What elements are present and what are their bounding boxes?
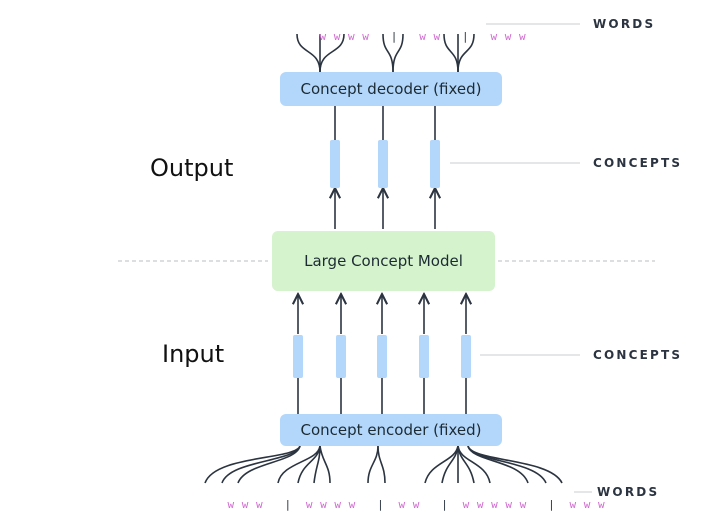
word-group: w w: [398, 498, 420, 511]
word-group: w w w w: [319, 30, 370, 43]
word-separator: |: [390, 30, 398, 43]
output-label: Output: [150, 154, 234, 182]
encoder-word-curves: [204, 445, 563, 484]
input-concept-bar: [377, 335, 387, 378]
top-words-tag: WORDS: [593, 17, 656, 31]
word-group: w w w: [569, 498, 606, 511]
bottom-words: w w w | w w w w | w w | w w w w w | w w …: [199, 485, 605, 524]
word-group: w w w w: [305, 498, 356, 511]
input-concepts-tag: CONCEPTS: [593, 348, 683, 362]
bottom-words-tag: WORDS: [597, 485, 660, 499]
word-group: w w w: [490, 30, 527, 43]
output-concept-bar: [430, 140, 440, 188]
decoder-concept-lines: [334, 106, 436, 140]
input-concept-bar: [293, 335, 303, 378]
word-group: w w w: [227, 498, 264, 511]
input-label: Input: [162, 340, 225, 368]
large-concept-model-label: Large Concept Model: [304, 252, 463, 270]
concept-decoder-box: Concept decoder (fixed): [280, 72, 502, 106]
word-separator: |: [461, 30, 470, 43]
decoder-word-curves: [296, 33, 475, 73]
word-separator: |: [441, 498, 449, 511]
input-concept-bar: [336, 335, 346, 378]
input-concept-bar: [419, 335, 429, 378]
input-concept-bar: [461, 335, 471, 378]
output-arrows: [335, 188, 435, 229]
output-concept-bar: [330, 140, 340, 188]
output-concept-bar: [378, 140, 388, 188]
word-separator: |: [284, 498, 292, 511]
word-separator: |: [548, 498, 556, 511]
top-words: w w w w | w w | w w w: [291, 17, 526, 56]
large-concept-model-box: Large Concept Model: [272, 231, 495, 291]
word-group: w w: [419, 30, 441, 43]
encoder-concept-lines: [297, 378, 467, 414]
concept-decoder-label: Concept decoder (fixed): [300, 80, 482, 98]
output-concepts-tag: CONCEPTS: [593, 156, 683, 170]
concept-encoder-box: Concept encoder (fixed): [280, 414, 502, 446]
input-arrows: [298, 294, 466, 334]
concept-encoder-label: Concept encoder (fixed): [300, 421, 482, 439]
word-separator: |: [377, 498, 385, 511]
lcm-diagram: w w w w | w w | w w w WORDS Concept deco…: [118, 17, 683, 511]
word-group: w w w w w: [462, 498, 527, 511]
diagram-connectors: [118, 23, 655, 493]
